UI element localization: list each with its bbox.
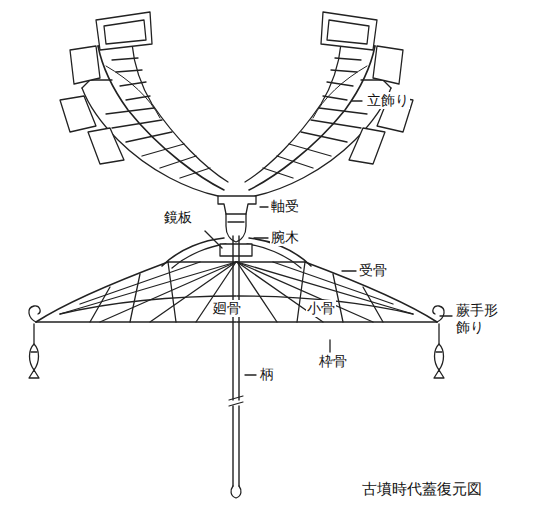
- curl-ornament-label: 蕨手形 飾り: [455, 302, 503, 336]
- handle-label: 柄: [259, 366, 275, 383]
- figure-caption: 古墳時代蓋復元図: [362, 480, 482, 499]
- hoop-label: 廻骨: [212, 300, 242, 317]
- frame-label: 枠骨: [318, 353, 348, 370]
- plate-label: 鏡板: [163, 209, 193, 226]
- ornament-label: 立飾り: [366, 92, 410, 109]
- bearing-label: 軸受: [270, 198, 300, 215]
- small-rib-label: 小骨: [306, 300, 336, 317]
- arm-label: 腕木: [270, 229, 300, 246]
- parasol-half: [29, 12, 236, 378]
- rib-label: 受骨: [358, 262, 388, 279]
